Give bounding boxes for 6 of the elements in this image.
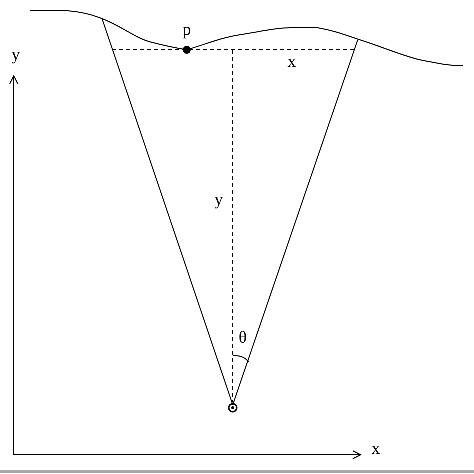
distance-label: x xyxy=(288,53,296,71)
distance-label: y xyxy=(214,191,224,209)
axis-label: y xyxy=(12,46,20,64)
point-label: p xyxy=(182,21,192,39)
axis-label: x xyxy=(372,440,380,458)
angle-label: θ xyxy=(238,329,248,347)
